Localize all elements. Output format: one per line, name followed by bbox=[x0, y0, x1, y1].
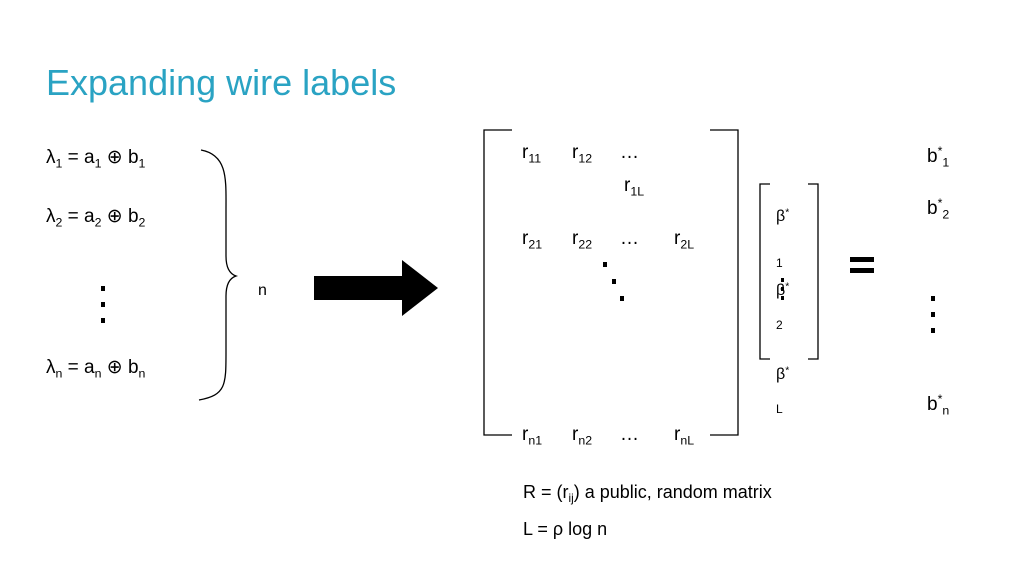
vector-right-bracket bbox=[808, 183, 819, 360]
beta-L-symbol: β* bbox=[776, 365, 790, 383]
equals-sign bbox=[850, 257, 874, 273]
equation-lambda-n: λn = an ⊕ bn bbox=[46, 357, 146, 381]
matrix-entry-r11: r11 bbox=[522, 142, 542, 166]
vertical-dots-right bbox=[931, 296, 935, 333]
matrix-entry-r2L: r2L bbox=[674, 228, 695, 252]
matrix-entry-r12: r12 bbox=[572, 142, 593, 166]
matrix-right-bracket bbox=[710, 129, 739, 436]
equation-lambda-1: λ1 = a1 ⊕ b1 bbox=[46, 147, 146, 171]
matrix-ellipsis-row1: … bbox=[620, 142, 639, 163]
beta-2-index: 2 bbox=[776, 318, 783, 332]
right-arrow-icon bbox=[314, 260, 438, 316]
matrix-entry-rnL: rnL bbox=[674, 424, 695, 448]
beta-1-index: 1 bbox=[776, 256, 783, 270]
matrix-entry-rn1: rn1 bbox=[522, 424, 543, 448]
matrix-entry-r1L: r1L bbox=[624, 175, 645, 199]
result-b2: b*2 bbox=[927, 196, 950, 222]
diagonal-dots bbox=[603, 262, 624, 301]
beta-1-symbol: β* bbox=[776, 207, 790, 225]
matrix-entry-rn2: rn2 bbox=[572, 424, 593, 448]
brace-label: n bbox=[258, 282, 267, 299]
matrix-entry-r21: r21 bbox=[522, 228, 543, 252]
equation-lambda-2: λ2 = a2 ⊕ b2 bbox=[46, 206, 146, 230]
result-b1: b*1 bbox=[927, 144, 950, 170]
vector-left-bracket bbox=[759, 183, 770, 360]
page-title: Expanding wire labels bbox=[46, 62, 397, 103]
vertical-dots-beta bbox=[781, 278, 784, 300]
matrix-left-bracket bbox=[483, 129, 512, 436]
beta-2-symbol: β* bbox=[776, 281, 790, 299]
curly-brace bbox=[198, 149, 239, 401]
matrix-ellipsis-row2: … bbox=[620, 228, 639, 249]
result-bn: b*n bbox=[927, 392, 950, 418]
beta-L-index: L bbox=[776, 402, 783, 416]
note-r-definition: R = (rij) a public, random matrix bbox=[523, 482, 772, 506]
matrix-ellipsis-rown: … bbox=[620, 424, 639, 445]
note-l-definition: L = ρ log n bbox=[523, 519, 608, 539]
vertical-dots-left bbox=[101, 286, 105, 323]
matrix-entry-r22: r22 bbox=[572, 228, 593, 252]
